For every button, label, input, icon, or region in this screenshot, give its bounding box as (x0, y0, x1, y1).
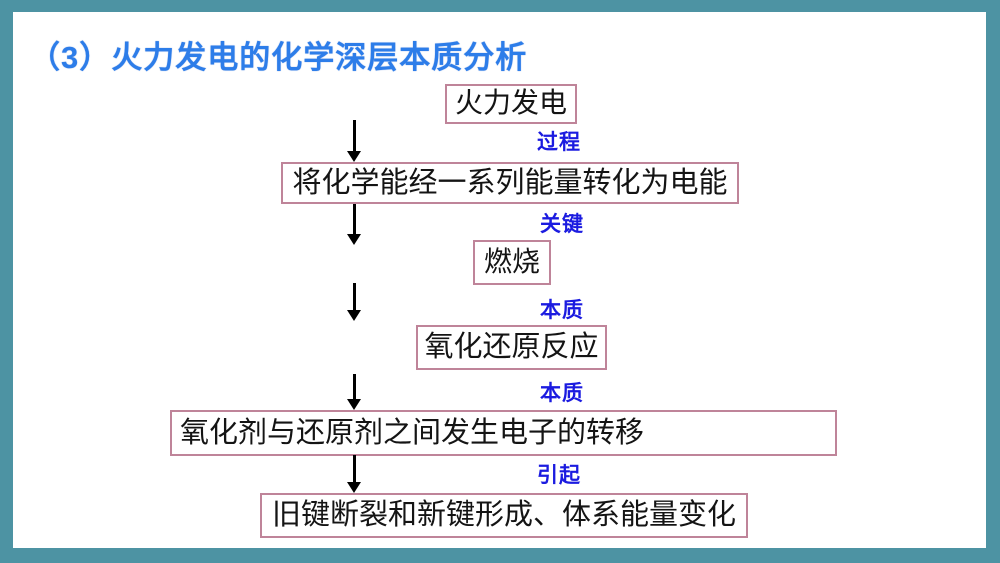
connector-label-key: 关键 (540, 213, 584, 236)
flow-box-combustion-text: 燃烧 (483, 246, 540, 278)
flow-box-electron-transfer-text: 氧化剂与还原剂之间发生电子的转移 (180, 416, 645, 449)
slide-canvas: （3）火力发电的化学深层本质分析 火力发电 将化学能经一系列能量转化为电能 燃烧… (13, 12, 986, 548)
flow-box-redox-reaction-text: 氧化还原反应 (424, 331, 599, 363)
down-arrow-icon-4 (347, 374, 362, 410)
connector-label-process: 过程 (537, 131, 581, 154)
flow-box-redox-reaction: 氧化还原反应 (416, 325, 607, 370)
flow-box-bond-energy-change-text: 旧键断裂和新键形成、体系能量变化 (271, 499, 736, 531)
down-arrow-icon-5 (347, 455, 362, 493)
arrow-shaft (353, 120, 356, 153)
arrow-head (347, 399, 361, 410)
down-arrow-icon-1 (347, 120, 362, 162)
flow-box-thermal-power-text: 火力发电 (454, 88, 567, 119)
connector-label-cause: 引起 (537, 464, 581, 487)
arrow-shaft (353, 374, 356, 401)
arrow-head (347, 310, 361, 321)
flow-box-bond-energy-change: 旧键断裂和新键形成、体系能量变化 (260, 493, 748, 538)
slide-title: （3）火力发电的化学深层本质分析 (29, 40, 528, 75)
flow-box-electron-transfer: 氧化剂与还原剂之间发生电子的转移 (170, 410, 837, 456)
arrow-head (347, 234, 361, 245)
flow-box-thermal-power: 火力发电 (445, 84, 577, 124)
arrow-head (347, 151, 361, 162)
flow-box-combustion: 燃烧 (473, 240, 551, 285)
flow-box-energy-conversion: 将化学能经一系列能量转化为电能 (281, 162, 739, 204)
flow-box-energy-conversion-text: 将化学能经一系列能量转化为电能 (292, 166, 728, 199)
down-arrow-icon-2 (347, 204, 362, 245)
connector-label-essence-2: 本质 (540, 382, 584, 405)
down-arrow-icon-3 (347, 283, 362, 321)
connector-label-essence-1: 本质 (540, 299, 584, 322)
arrow-head (347, 482, 361, 493)
arrow-shaft (353, 455, 356, 484)
arrow-shaft (353, 283, 356, 312)
arrow-shaft (353, 204, 356, 236)
